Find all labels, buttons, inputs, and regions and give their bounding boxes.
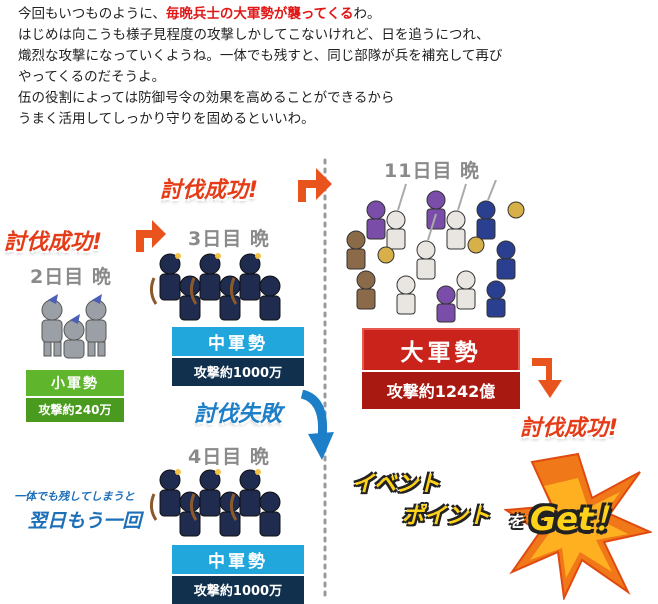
small-army-box: 小軍勢 攻撃約240万	[26, 370, 124, 422]
dotted-divider	[323, 158, 327, 598]
day-3-label: 3日目 晩	[188, 228, 270, 250]
day-2-label: 2日目 晩	[30, 266, 112, 288]
success-label-3: 討伐成功!	[520, 416, 619, 441]
mid-army-name-2: 中軍勢	[172, 545, 304, 574]
intro-line-2: はじめは向こうも様子見程度の攻撃しかしてこないけれど、日を追うにつれ、	[18, 27, 490, 43]
mid-army-box: 中軍勢 攻撃約1000万	[172, 327, 304, 386]
intro-line-4: やってくるのだそうよ。	[18, 69, 166, 85]
mid-army-soldiers-icon	[149, 253, 281, 321]
mid-army-name: 中軍勢	[172, 327, 304, 356]
intro-line-1-pre: 今回もいつものように、	[18, 6, 166, 22]
mid-army-soldiers-icon-2	[149, 469, 281, 537]
mid-army-attack: 攻撃約1000万	[172, 356, 304, 386]
large-army-name: 大軍勢	[362, 328, 520, 370]
arrow-down-right-icon	[532, 358, 562, 398]
large-army-box: 大軍勢 攻撃約1242億	[362, 328, 520, 409]
intro-line-6: うまく活用してしっかり守りを固めるといいわ。	[18, 111, 315, 127]
day-11-label: 11日目 晩	[384, 160, 481, 182]
curved-down-arrow-icon	[300, 390, 334, 460]
mid-army-box-2: 中軍勢 攻撃約1000万	[172, 545, 304, 604]
event-get-text: Get！	[530, 500, 626, 538]
burst-star-icon	[504, 452, 652, 600]
day-4-label: 4日目 晩	[188, 446, 270, 468]
small-army-name: 小軍勢	[26, 370, 124, 396]
large-army-soldiers-icon	[346, 180, 525, 323]
small-army-soldiers-icon	[41, 294, 107, 359]
intro-highlight: 毎晩兵士の大軍勢が襲ってくる	[165, 6, 354, 22]
intro-line-1-post: わ。	[353, 6, 381, 22]
event-text-line-1: イベント	[352, 472, 441, 497]
success-label-1: 討伐成功!	[4, 230, 103, 255]
intro-text: 今回もいつものように、毎晩兵士の大軍勢が襲ってくるわ。 はじめは向こうも様子見程…	[18, 4, 648, 130]
success-label-2: 討伐成功!	[160, 178, 259, 203]
event-text-line-2: ポイント	[402, 504, 491, 529]
intro-line-5: 伍の役割によっては防御号令の効果を高めることができるから	[18, 90, 395, 106]
retry-note: 一体でも残してしまうと	[14, 490, 135, 503]
intro-line-1: 今回もいつものように、毎晩兵士の大軍勢が襲ってくるわ。	[18, 4, 648, 25]
intro-line-3: 熾烈な攻撃になっていくようね。一体でも残すと、同じ部隊が兵を補充して再び	[18, 48, 503, 64]
mid-army-attack-2: 攻撃約1000万	[172, 574, 304, 604]
fail-label: 討伐失敗	[194, 402, 283, 427]
event-text-wo: を	[508, 512, 525, 531]
arrow-up-right-icon	[136, 220, 166, 252]
large-army-attack: 攻撃約1242億	[362, 370, 520, 409]
small-army-attack: 攻撃約240万	[26, 396, 124, 422]
arrow-up-right-icon-2	[298, 168, 332, 202]
retry-next-day: 翌日もう一回	[28, 510, 142, 532]
